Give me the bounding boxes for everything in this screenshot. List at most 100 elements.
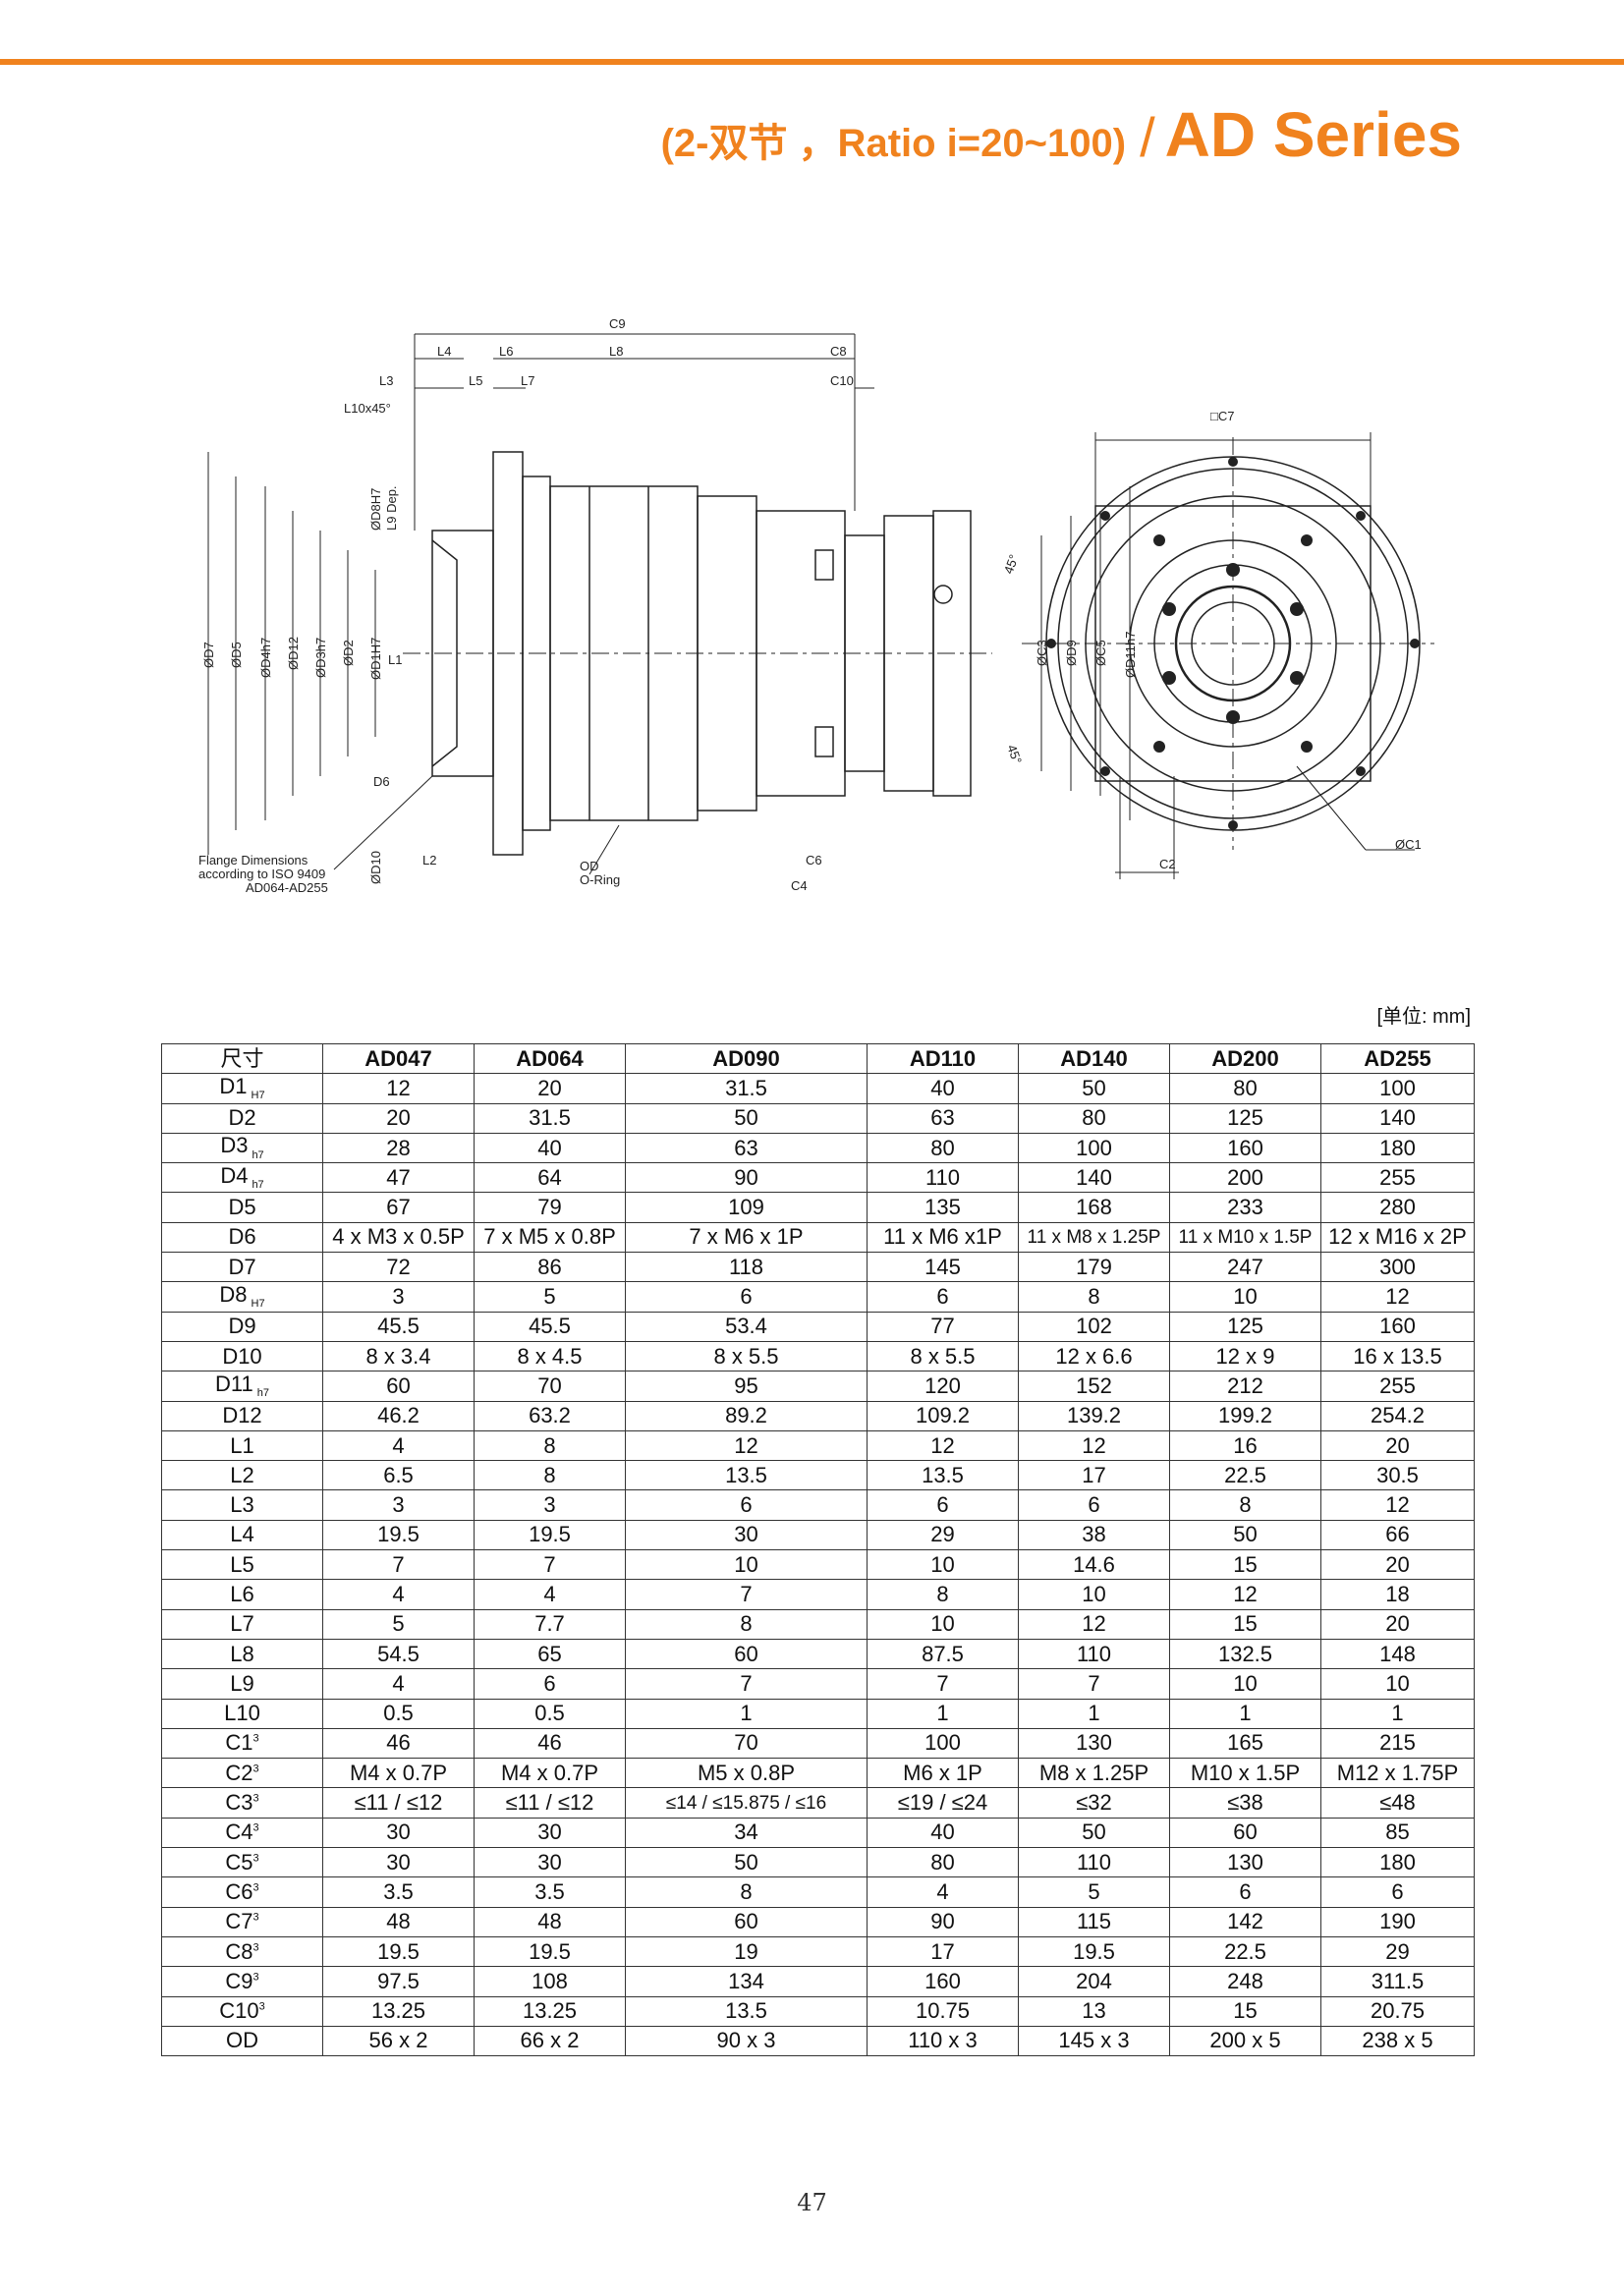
table-cell: 12 x M16 x 2P — [1320, 1221, 1475, 1254]
table-cell: M5 x 0.8P — [625, 1758, 868, 1789]
flange-note-line3: AD064-AD255 — [246, 880, 328, 895]
table-cell: 10 — [1169, 1668, 1321, 1700]
table-cell: 165 — [1169, 1727, 1321, 1760]
table-cell: 6 — [625, 1281, 868, 1313]
row-dimension-label: C83 — [161, 1935, 323, 1968]
title-series: AD Series — [1164, 99, 1462, 170]
table-cell: 0.5 — [474, 1698, 626, 1729]
table-cell: 13.5 — [625, 1460, 868, 1491]
label-d7: ØD7 — [201, 642, 216, 668]
table-cell: 12 — [1320, 1281, 1475, 1313]
header-model-ad255: AD255 — [1320, 1042, 1475, 1075]
label-l7: L7 — [521, 373, 534, 388]
label-c2: C2 — [1159, 857, 1176, 871]
dimension-name: D11 — [215, 1371, 253, 1396]
footnote-marker: 3 — [252, 1881, 259, 1894]
dimension-name: L2 — [230, 1462, 254, 1487]
table-cell: 4 — [867, 1876, 1019, 1908]
table-cell: 7 x M6 x 1P — [625, 1221, 868, 1254]
row-dimension-label: D5 — [161, 1192, 323, 1223]
table-cell: 12 — [1320, 1489, 1475, 1521]
label-d3: ØD3h7 — [313, 638, 328, 678]
table-cell: M10 x 1.5P — [1169, 1758, 1321, 1789]
table-cell: 152 — [1018, 1371, 1170, 1402]
table-cell: 97.5 — [322, 1966, 475, 1997]
dimension-name: L9 — [230, 1670, 254, 1696]
label-c4: C4 — [791, 878, 808, 893]
table-cell: 10 — [625, 1549, 868, 1581]
table-cell: 28 — [322, 1132, 475, 1164]
table-cell: 29 — [1320, 1935, 1475, 1968]
row-dimension-label: D2 — [161, 1102, 323, 1134]
label-angle-bottom: 45° — [1004, 743, 1025, 766]
header-model-ad064: AD064 — [474, 1042, 626, 1075]
table-cell: 67 — [322, 1192, 475, 1223]
table-cell: 7 — [625, 1579, 868, 1610]
label-d2: ØD2 — [341, 640, 356, 666]
table-cell: 50 — [1018, 1817, 1170, 1849]
dimension-name: L10 — [224, 1701, 260, 1726]
table-cell: 8 x 4.5 — [474, 1340, 626, 1372]
table-cell: 22.5 — [1169, 1460, 1321, 1491]
label-l2: L2 — [422, 853, 436, 868]
dimension-name: D10 — [222, 1343, 262, 1369]
table-cell: 19.5 — [322, 1519, 475, 1551]
table-cell: 7 — [1018, 1668, 1170, 1700]
dimension-name: D5 — [228, 1195, 256, 1220]
table-cell: 118 — [625, 1252, 868, 1283]
dimension-name: C5 — [225, 1849, 253, 1875]
side-view-labels: C9 L4 L6 L8 C8 L3 L5 L7 C10 L10x45° D6 L… — [198, 316, 1138, 895]
dimension-name: C3 — [225, 1790, 253, 1816]
table-cell: ≤32 — [1018, 1787, 1170, 1819]
footnote-marker: 3 — [252, 1911, 259, 1924]
table-cell: 233 — [1169, 1192, 1321, 1223]
table-cell: 12 — [625, 1429, 868, 1462]
label-l5: L5 — [469, 373, 482, 388]
table-cell: 30 — [322, 1847, 475, 1878]
table-cell: 46 — [322, 1727, 475, 1760]
table-cell: 115 — [1018, 1906, 1170, 1937]
dimension-name: L4 — [230, 1522, 254, 1547]
row-dimension-label: D9 — [161, 1311, 323, 1342]
table-cell: 30 — [625, 1519, 868, 1551]
row-dimension-label: D6 — [161, 1221, 323, 1254]
table-cell: 10.75 — [867, 1995, 1019, 2027]
label-c10: C10 — [830, 373, 854, 388]
label-d1: ØD1H7 — [368, 638, 383, 680]
table-cell: 10 — [867, 1608, 1019, 1640]
label-oring: O-Ring — [580, 872, 620, 887]
table-cell: 7.7 — [474, 1608, 626, 1640]
header-model-ad140: AD140 — [1018, 1042, 1170, 1075]
table-cell: 66 x 2 — [474, 2025, 626, 2057]
table-cell: 80 — [1169, 1073, 1321, 1104]
top-orange-rule — [0, 59, 1624, 65]
table-cell: 80 — [867, 1132, 1019, 1164]
dimension-name: L8 — [230, 1641, 254, 1666]
table-cell: 31.5 — [474, 1102, 626, 1134]
table-cell: 89.2 — [625, 1400, 868, 1431]
table-cell: 199.2 — [1169, 1400, 1321, 1431]
table-cell: 60 — [1169, 1817, 1321, 1849]
unit-note: [单位: mm] — [1376, 1006, 1471, 1028]
footnote-marker: 3 — [252, 1971, 259, 1984]
table-cell: 212 — [1169, 1371, 1321, 1402]
table-cell: 110 — [1018, 1847, 1170, 1878]
table-cell: 14.6 — [1018, 1549, 1170, 1581]
table-cell: 254.2 — [1320, 1400, 1475, 1431]
dimension-name: L6 — [230, 1581, 254, 1606]
table-cell: 12 x 9 — [1169, 1340, 1321, 1372]
table-cell: 20.75 — [1320, 1995, 1475, 2027]
label-c8: C8 — [830, 344, 847, 359]
table-cell: 63 — [867, 1102, 1019, 1134]
table-cell: 40 — [474, 1132, 626, 1164]
